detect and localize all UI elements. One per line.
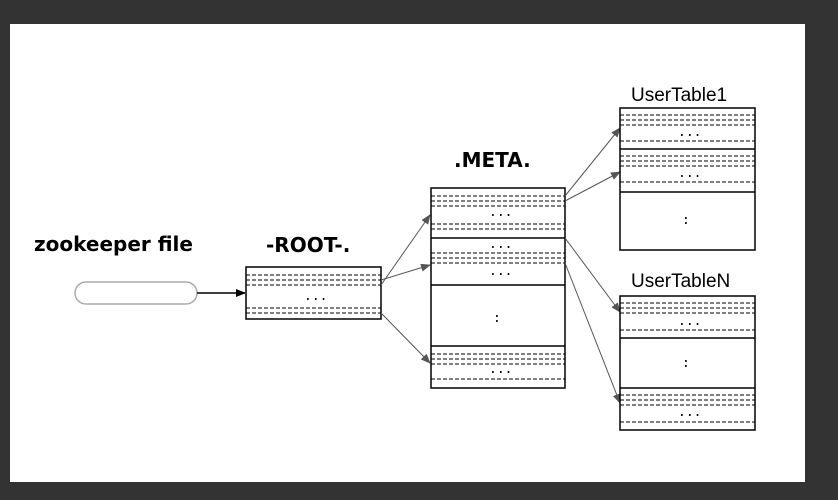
meta-row-ellipsis-2: ... (489, 237, 512, 252)
arrow-meta-to-usertable1-b (564, 171, 621, 202)
meta-row-ellipsis-4: ... (489, 362, 512, 377)
meta-row-ellipsis-3: ... (489, 264, 512, 279)
root-table-label: -ROOT-. (266, 233, 350, 257)
usertable1: ... ... : (619, 107, 756, 251)
meta-row-ellipsis-1: ... (489, 205, 512, 220)
usertablen-row-ellipsis-2: ... (678, 405, 701, 420)
arrow-meta-to-usertable1-a (564, 127, 621, 197)
arrow-meta-to-usertablen-b (564, 262, 621, 404)
usertable1-vertical-ellipsis: : (682, 213, 690, 228)
zookeeper-file-label: zookeeper file (34, 232, 193, 256)
usertablen-label: UserTableN (631, 271, 730, 292)
usertablen: ... : ... (619, 295, 756, 431)
usertable1-label: UserTable1 (631, 85, 727, 106)
meta-table-label: .META. (454, 148, 531, 172)
usertablen-row-ellipsis-1: ... (678, 314, 701, 329)
meta-vertical-ellipsis: : (493, 311, 501, 326)
arrow-root-to-meta-1 (380, 214, 431, 286)
root-row-ellipsis: ... (304, 289, 327, 304)
zookeeper-file-node (74, 281, 198, 305)
arrow-root-to-meta-2 (380, 263, 431, 281)
usertable1-row-ellipsis-2: ... (678, 166, 701, 181)
arrow-meta-to-usertablen-a (564, 237, 621, 313)
root-table: ... (245, 266, 382, 320)
usertablen-vertical-ellipsis: : (682, 356, 690, 371)
usertable1-row-ellipsis-1: ... (678, 125, 701, 140)
meta-table: ... ... ... : ... (430, 187, 566, 389)
arrow-root-to-meta-3 (380, 312, 431, 364)
